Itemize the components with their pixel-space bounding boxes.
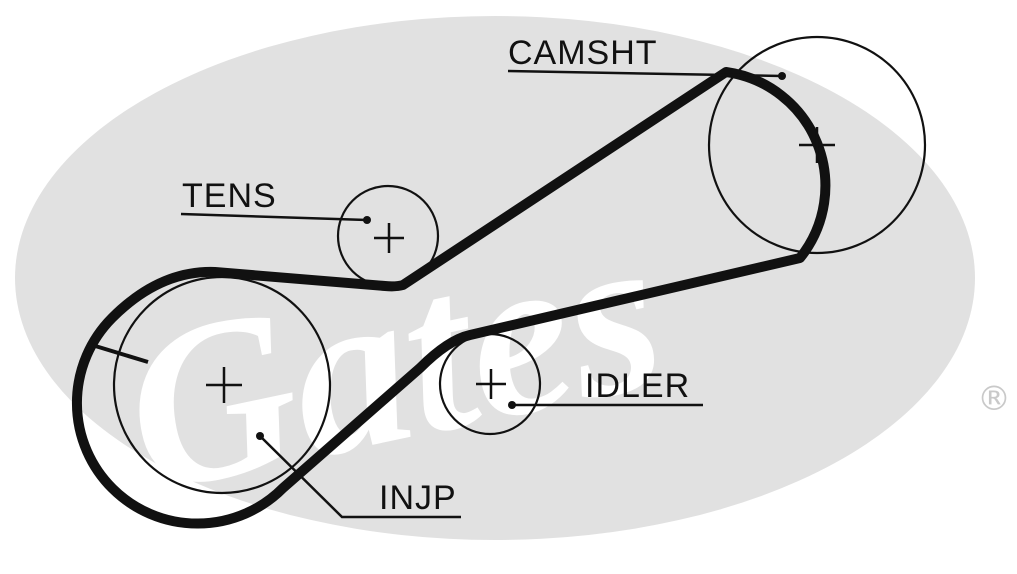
timing-mark (91, 343, 149, 364)
tensioner-leader (180, 212, 368, 222)
leader-dots (256, 72, 786, 440)
injection-pump-leader (259, 435, 461, 519)
idler-label: IDLER (585, 367, 690, 405)
camshaft-leader-dot (778, 72, 786, 80)
registered-mark: ® (977, 379, 1011, 419)
timing-belt (72, 67, 831, 529)
brand-watermark: Gates ® (15, 16, 1011, 542)
camshaft-leader (507, 69, 783, 78)
idler-leader-dot (508, 401, 516, 409)
injection-pump-leader-dot (256, 432, 264, 440)
camshaft-center-cross (799, 127, 835, 163)
camshaft-label: CAMSHT (508, 34, 658, 72)
watermark-ellipse (15, 16, 975, 540)
tensioner-center-cross (374, 223, 404, 253)
camshaft-pulley (707, 35, 927, 255)
injection-pump-label: INJP (379, 479, 457, 517)
leader-lines (180, 69, 783, 519)
tensioner-leader-dot (363, 216, 371, 224)
tensioner-label: TENS (182, 177, 277, 215)
center-marks (206, 127, 835, 403)
injection-pump-center-cross (206, 367, 242, 403)
idler-center-cross (476, 369, 506, 399)
